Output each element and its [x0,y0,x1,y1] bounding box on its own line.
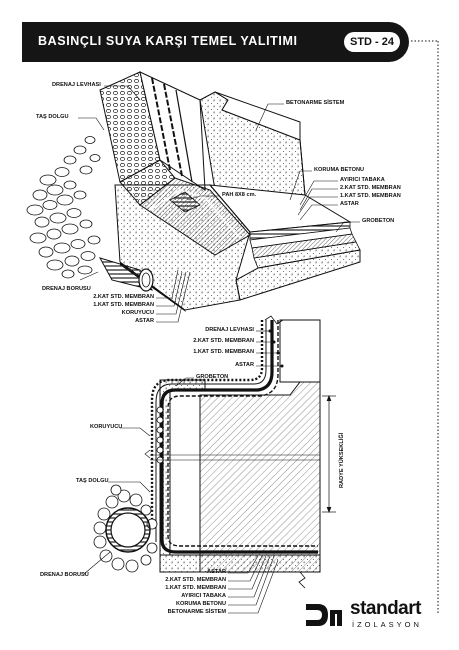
section-grobeton [159,379,206,556]
section-main-slab [199,381,321,573]
section-lower-bed [159,554,321,573]
isometric-detail [26,71,361,312]
section-detail [93,315,336,589]
pah-chamfer-iso [169,191,201,213]
label-sec-membrane-2: 2.KAT STD. MEMBRAN [193,338,254,344]
label-iso-grobeton: GROBETON [362,218,395,224]
drainage-pipe-iso [98,257,154,292]
label-iso-drainage-board: DRENAJ LEVHASI [52,82,101,88]
label-iso-membrane-1: 1.KAT STD. MEMBRAN [340,193,401,199]
label-iso-primer: ASTAR [340,201,359,207]
label-iso-bottom-protector: KORUYUCU [121,310,154,316]
label-sec-bottom-membrane-2: 2.KAT STD. MEMBRAN [165,577,226,583]
label-sec-drainage-pipe: DRENAJ BORUSU [40,572,89,578]
grobeton-iso [235,249,361,301]
label-sec-bottom-reinforced-concrete: BETONARME SİSTEM [167,609,226,615]
page-title: BASINÇLI SUYA KARŞI TEMEL YALITIMI [38,34,298,48]
section-upper-wall [279,319,321,383]
label-iso-bottom-membrane-2: 2.KAT STD. MEMBRAN [93,294,154,300]
label-sec-stone-fill: TAŞ DOLGU [76,478,109,484]
section-membrane-wrap [160,320,318,554]
label-iso-stone-fill: TAŞ DOLGU [36,114,69,120]
brand-subtitle: İZOLASYON [352,620,422,629]
iso-leader-lines [78,85,360,323]
label-iso-bottom-primer: ASTAR [135,318,154,324]
label-sec-protector: KORUYUCU [90,424,123,430]
label-sec-membrane-1: 1.KAT STD. MEMBRAN [193,349,254,355]
label-sec-bottom-primer: ASTAR [207,569,226,575]
title-bar: BASINÇLI SUYA KARŞI TEMEL YALITIMI STD -… [22,22,409,62]
label-sec-primer: ASTAR [235,362,254,368]
label-sec-bottom-separation: AYIRICI TABAKA [181,593,226,599]
raft-height-dimension [322,395,336,513]
stone-fill [26,136,101,279]
section-drainage-pipe [105,507,151,553]
label-sec-grobeton: GROBETON [196,374,229,380]
label-iso-bottom-membrane-1: 1.KAT STD. MEMBRAN [93,302,154,308]
label-sec-bottom-membrane-1: 1.KAT STD. MEMBRAN [165,585,226,591]
label-iso-membrane-2: 2.KAT STD. MEMBRAN [340,185,401,191]
label-iso-drainage-pipe: DRENAJ BORUSU [42,286,91,292]
label-iso-protection-concrete: KORUMA BETONU [314,167,365,173]
detail-code-badge: STD - 24 [344,32,400,52]
label-raft-height: RADYE YÜKSEKLİĞİ [339,432,345,488]
label-sec-bottom-protection-concrete: KORUMA BETONU [175,601,226,607]
label-iso-separation-layer: AYIRICI TABAKA [340,177,385,183]
label-sec-drainage-board: DRENAJ LEVHASI [205,327,254,333]
section-leader-lines [83,329,284,614]
brand-logo-mark [306,604,342,626]
brand-name: standart [350,598,421,619]
label-iso-reinforced-concrete: BETONARME SİSTEM [286,100,345,106]
label-iso-chamfer: PAH 8X8 cm. [222,192,257,198]
page-frame-dotted [411,40,439,615]
